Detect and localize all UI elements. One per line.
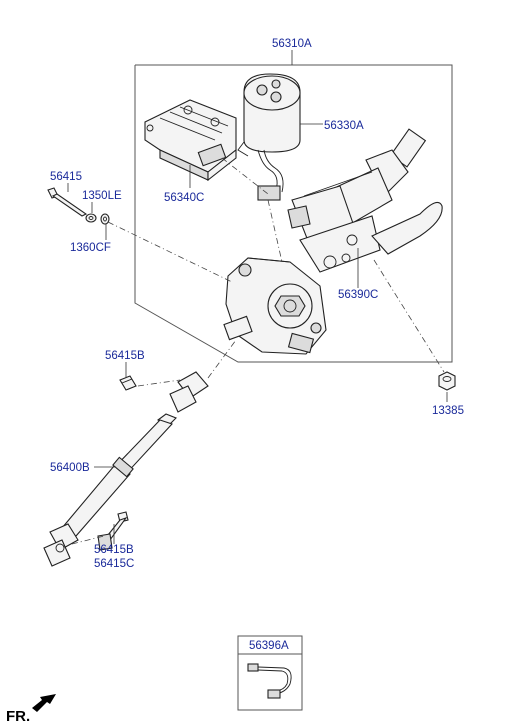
washer-1360cf[interactable] bbox=[100, 213, 110, 225]
ecu-module[interactable] bbox=[144, 99, 237, 182]
label-56340c[interactable]: 56340C bbox=[164, 192, 204, 204]
assembly-lines bbox=[71, 157, 445, 545]
leader-lines bbox=[67, 123, 448, 544]
label-56396a[interactable]: 56396A bbox=[249, 640, 289, 652]
label-56415b-low[interactable]: 56415B bbox=[94, 544, 134, 556]
steering-column[interactable] bbox=[287, 128, 443, 273]
assembly-frame bbox=[134, 50, 453, 363]
front-arrow-icon bbox=[32, 694, 56, 712]
motor-assembly[interactable] bbox=[237, 73, 301, 201]
harness-cable bbox=[247, 663, 292, 699]
harness-box[interactable]: 56396A bbox=[237, 635, 303, 711]
label-13385[interactable]: 13385 bbox=[432, 405, 464, 417]
label-56330a[interactable]: 56330A bbox=[324, 120, 364, 132]
label-56415[interactable]: 56415 bbox=[50, 171, 82, 183]
front-label: FR. bbox=[6, 708, 30, 725]
label-56310a[interactable]: 56310A bbox=[272, 38, 312, 50]
label-1350le[interactable]: 1350LE bbox=[82, 190, 122, 202]
label-56390c[interactable]: 56390C bbox=[338, 289, 378, 301]
label-56415b-mid[interactable]: 56415B bbox=[105, 350, 145, 362]
intermediate-shaft[interactable] bbox=[43, 371, 209, 567]
bolt-56415b-low[interactable] bbox=[97, 511, 129, 551]
front-direction-indicator: FR. bbox=[6, 694, 56, 725]
bolt-56415b-mid[interactable] bbox=[119, 375, 137, 391]
label-1360cf[interactable]: 1360CF bbox=[70, 242, 111, 254]
bolt-56415[interactable] bbox=[47, 187, 88, 217]
label-56415c[interactable]: 56415C bbox=[94, 558, 134, 570]
label-56400b[interactable]: 56400B bbox=[50, 462, 90, 474]
gear-housing[interactable] bbox=[223, 257, 327, 355]
nut-13385[interactable] bbox=[438, 371, 456, 391]
washer-1350le[interactable] bbox=[85, 213, 97, 223]
